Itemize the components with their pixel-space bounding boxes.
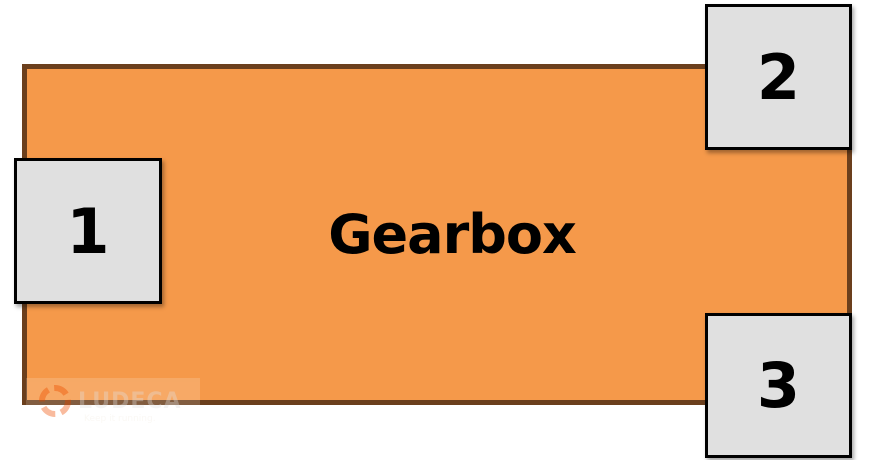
- ludeca-watermark: LUDECA Keep it running.: [26, 378, 200, 430]
- gearbox-label: Gearbox: [328, 203, 577, 266]
- port-2-box: 2: [705, 4, 852, 150]
- watermark-logo-row: LUDECA: [38, 384, 200, 418]
- port-3-box: 3: [705, 313, 852, 458]
- port-1-box: 1: [14, 158, 162, 304]
- watermark-tagline: Keep it running.: [84, 414, 156, 424]
- ludeca-logo-icon: [39, 385, 71, 417]
- watermark-brand: LUDECA: [78, 388, 182, 414]
